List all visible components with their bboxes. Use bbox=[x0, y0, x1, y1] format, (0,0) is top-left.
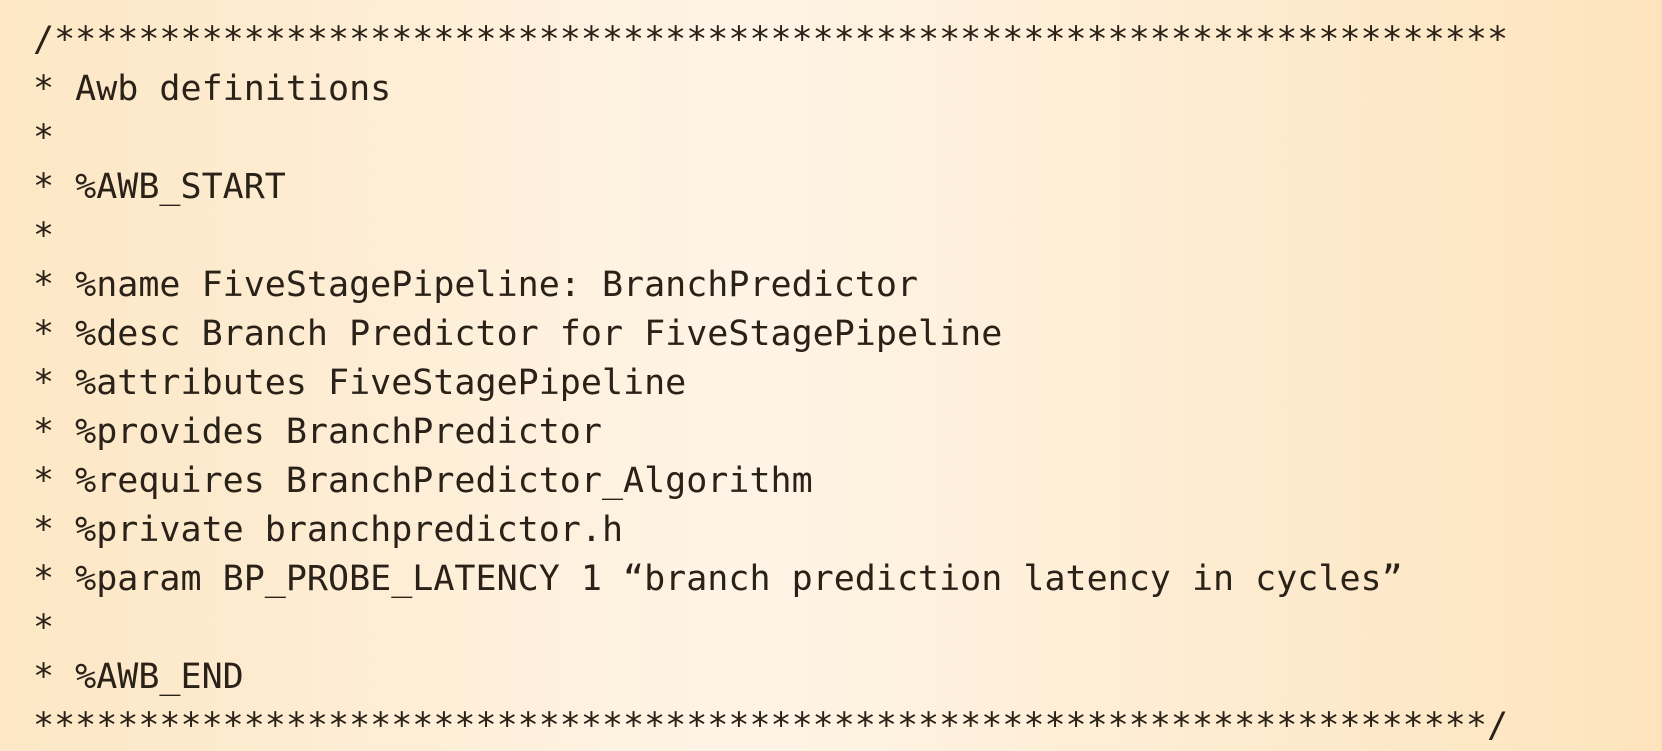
code-line-blank: * bbox=[33, 216, 55, 256]
code-line-name: * %name FiveStagePipeline: BranchPredict… bbox=[33, 265, 919, 305]
code-line-comment-open: /***************************************… bbox=[33, 20, 1509, 60]
code-line-param: * %param BP_PROBE_LATENCY 1 “branch pred… bbox=[33, 559, 1403, 599]
code-line-title: * Awb definitions bbox=[33, 69, 392, 109]
code-line-awb-start: * %AWB_START bbox=[33, 167, 286, 207]
code-line-provides: * %provides BranchPredictor bbox=[33, 412, 602, 452]
code-line-blank: * bbox=[33, 608, 55, 648]
code-line-attributes: * %attributes FiveStagePipeline bbox=[33, 363, 687, 403]
code-line-awb-end: * %AWB_END bbox=[33, 657, 244, 697]
code-line-desc: * %desc Branch Predictor for FiveStagePi… bbox=[33, 314, 1003, 354]
code-line-requires: * %requires BranchPredictor_Algorithm bbox=[33, 461, 813, 501]
code-line-private: * %private branchpredictor.h bbox=[33, 510, 624, 550]
code-line-comment-close: ****************************************… bbox=[33, 706, 1509, 746]
code-line-blank: * bbox=[33, 118, 55, 158]
